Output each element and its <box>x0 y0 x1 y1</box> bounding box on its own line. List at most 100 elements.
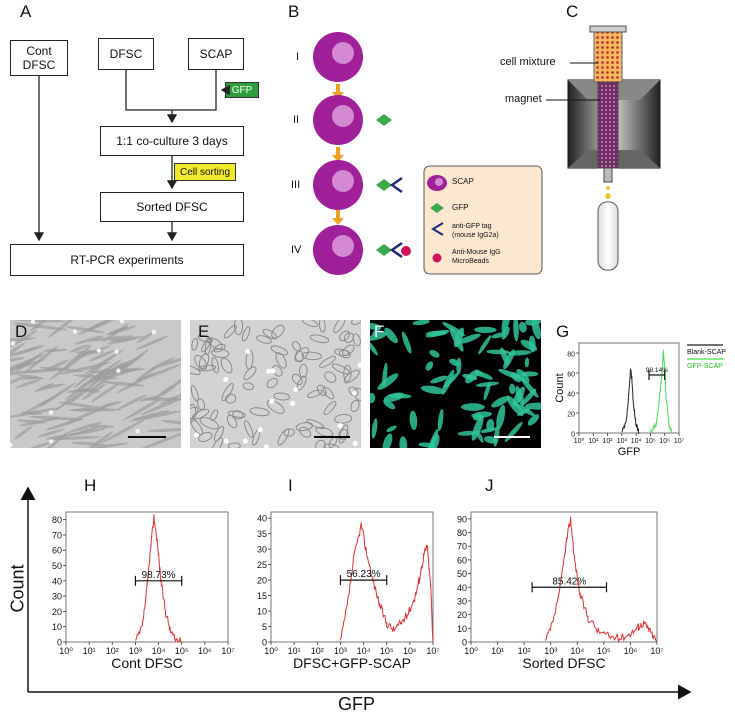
x-tick-label: 10¹ <box>83 646 96 656</box>
legend-label: GFP-SCAP <box>687 363 723 370</box>
y-tick-label: 70 <box>52 530 62 540</box>
y-tick-label: 0 <box>57 638 62 648</box>
legend-gfp: GFP <box>452 203 469 212</box>
step-label-3: III <box>291 179 301 191</box>
step-arrow <box>332 147 344 162</box>
y-tick-label: 20 <box>567 412 575 419</box>
x-tick-label: 10⁴ <box>631 438 642 445</box>
x-tick-label: 10¹ <box>288 646 301 656</box>
cell-sorting-tag: Cell sorting <box>174 163 236 181</box>
y-tick-label: 80 <box>52 515 62 525</box>
label-cell-mixture: cell mixture <box>500 56 556 68</box>
cell-step-3 <box>313 160 403 210</box>
x-tick-label: 10⁷ <box>221 646 234 656</box>
legend-box <box>423 165 543 275</box>
x-tick-label: 10³ <box>334 646 347 656</box>
y-tick-label: 80 <box>457 528 467 538</box>
x-tick-label: 10⁵ <box>175 646 189 656</box>
x-tick-label: 10⁵ <box>645 438 656 445</box>
plot-frame <box>470 511 658 643</box>
cell-step-4 <box>313 225 411 275</box>
scale-bar <box>314 436 350 438</box>
x-tick-label: 10² <box>311 646 324 656</box>
panel-letter-c: C <box>566 2 579 21</box>
microbead <box>401 246 411 256</box>
y-tick-label: 5 <box>262 622 267 632</box>
x-tick-label: 10⁰ <box>464 646 478 656</box>
micrograph-f <box>370 320 541 448</box>
panel-a-arrows <box>33 70 230 242</box>
legend-label: Blank-SCAP <box>687 349 726 356</box>
y-tick-label: 40 <box>52 576 62 586</box>
panel-letter-f: F <box>374 322 385 341</box>
y-tick-label: 35 <box>257 529 267 539</box>
x-tick-label: 10⁷ <box>674 438 685 445</box>
series-line <box>621 368 640 435</box>
x-tick-label: 10⁰ <box>574 437 585 445</box>
x-tick-label: 10² <box>603 438 614 445</box>
scale-bar <box>128 436 166 438</box>
cell-step-1 <box>313 32 363 82</box>
plot-frame <box>65 511 229 643</box>
panel-letter-e: E <box>198 322 210 341</box>
overall-y-label: Count <box>7 564 28 613</box>
panel-letter-a: A <box>20 2 32 21</box>
scap-box: SCAP <box>188 38 244 70</box>
x-axis-label: Cont DFSC <box>111 655 183 671</box>
panel-letter-i: I <box>288 476 293 495</box>
sorted-dfsc-box: Sorted DFSC <box>100 192 244 222</box>
series-line <box>339 522 434 643</box>
gate-label: 85.42% <box>552 576 586 587</box>
series-line <box>649 349 672 434</box>
cell-step-2 <box>313 95 392 145</box>
drop <box>605 193 611 199</box>
x-tick-label: 10¹ <box>491 646 504 656</box>
y-tick-label: 10 <box>52 622 62 632</box>
x-tick-label: 10³ <box>129 646 142 656</box>
y-tick-label: 40 <box>257 514 267 524</box>
x-tick-label: 10¹ <box>588 438 599 445</box>
step-label-2: II <box>293 114 300 126</box>
x-axis-label: DFSC+GFP-SCAP <box>293 655 411 671</box>
y-tick-label: 40 <box>567 392 575 399</box>
micrograph-d <box>10 320 181 448</box>
x-tick-label: 10⁴ <box>357 646 371 656</box>
label-magnet: magnet <box>505 93 542 105</box>
y-tick-label: 20 <box>457 610 467 620</box>
y-tick-label: 60 <box>457 555 467 565</box>
series-line <box>544 516 658 644</box>
micrograph-e <box>190 320 361 448</box>
x-tick-label: 10⁵ <box>380 646 394 656</box>
coculture-box: 1:1 co-culture 3 days <box>100 126 244 156</box>
y-tick-label: 60 <box>567 372 575 379</box>
legend-antibody: anti-GFP tag (mouse IgG2a) <box>452 222 499 240</box>
antibody-tag <box>389 176 403 194</box>
y-tick-label: 30 <box>457 596 467 606</box>
y-tick-label: 50 <box>457 569 467 579</box>
x-tick-label: 10⁶ <box>403 646 417 656</box>
overall-x-label: GFP <box>338 694 376 714</box>
x-tick-label: 10⁶ <box>659 438 670 445</box>
x-tick-label: 10² <box>106 646 119 656</box>
y-tick-label: 50 <box>52 561 62 571</box>
series-line <box>134 514 182 643</box>
legend-microbeads-line2: MicroBeads <box>452 258 489 265</box>
y-axis-label: Count <box>555 373 566 402</box>
y-tick-label: 20 <box>52 607 62 617</box>
x-tick-label: 10⁷ <box>650 646 663 656</box>
y-tick-label: 0 <box>262 638 267 648</box>
x-axis-label: Sorted DFSC <box>522 655 605 671</box>
x-tick-label: 10³ <box>544 646 557 656</box>
y-tick-label: 70 <box>457 542 467 552</box>
overall-axes <box>20 486 692 700</box>
y-tick-label: 0 <box>462 638 467 648</box>
x-tick-label: 10³ <box>617 438 628 445</box>
x-tick-label: 10⁷ <box>426 646 439 656</box>
panel-letter-g: G <box>556 322 570 341</box>
x-tick-label: 10⁴ <box>570 646 584 656</box>
y-tick-label: 15 <box>257 591 267 601</box>
y-tick-label: 80 <box>567 352 575 359</box>
rt-pcr-box: RT-PCR experiments <box>10 244 244 276</box>
step-label-4: IV <box>291 244 302 256</box>
x-tick-label: 10⁶ <box>198 646 212 656</box>
